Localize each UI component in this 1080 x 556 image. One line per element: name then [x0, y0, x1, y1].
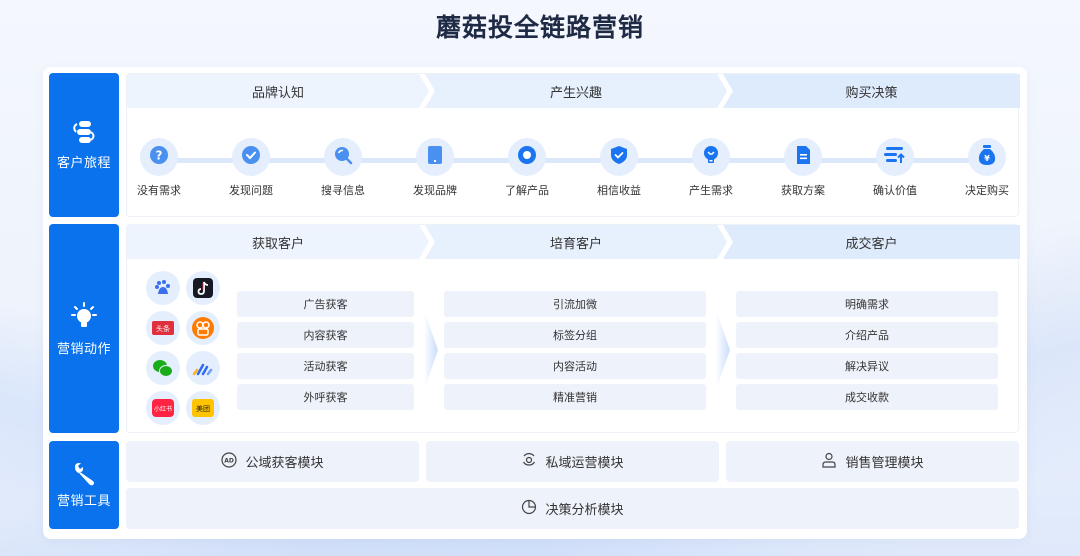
- actions-panel: 获取客户 培育客户 成交客户 头条 小红书 美团 广告获客: [126, 224, 1020, 433]
- flow-chevron-icon: [714, 310, 732, 390]
- acquire-item: 广告获客: [237, 291, 414, 317]
- wrench-icon: [72, 462, 96, 486]
- module-label: 销售管理模块: [845, 456, 924, 471]
- toutiao-logo: 头条: [146, 311, 180, 345]
- row-label-text: 客户旅程: [56, 155, 111, 171]
- private-domain-icon: [521, 452, 545, 472]
- phase-interest: 产生兴趣: [425, 74, 727, 108]
- circle-dot-icon: [517, 145, 537, 169]
- journey-step: 发现品牌: [395, 138, 475, 198]
- module-sales-management[interactable]: 销售管理模块: [726, 441, 1019, 482]
- nurture-item: 内容活动: [444, 353, 706, 379]
- tablet-icon: [426, 145, 444, 169]
- close-item: 介绍产品: [736, 322, 998, 348]
- value-upload-icon: [884, 146, 906, 168]
- acquire-item: 内容获客: [237, 322, 414, 348]
- xiaohongshu-logo: 小红书: [146, 391, 180, 425]
- meituan-logo: 美团: [186, 391, 220, 425]
- nurture-item: 标签分组: [444, 322, 706, 348]
- question-icon: ?: [149, 145, 169, 169]
- page-title: 蘑菇投全链路营销: [435, 13, 644, 42]
- svg-text:?: ?: [156, 149, 163, 163]
- ad-icon: AD: [221, 451, 245, 472]
- close-item: 成交收款: [736, 384, 998, 410]
- journey-step: 搜寻信息: [303, 138, 383, 198]
- phase-nurture-customers: 培育客户: [425, 225, 727, 259]
- money-bag-icon: ¥: [977, 144, 997, 170]
- journey-panel: 品牌认知 产生兴趣 购买决策 ? 没有需求 发现问题 搜寻信息: [126, 73, 1020, 217]
- lightbulb-rays-icon: [69, 300, 99, 330]
- marketing-framework-card: 客户旅程 品牌认知 产生兴趣 购买决策 ? 没有需求 发现问题 搜寻信息: [43, 67, 1027, 539]
- journey-step: ¥ 决定购买: [947, 138, 1027, 198]
- journey-step: 确认价值: [855, 138, 935, 198]
- juliang-logo: [186, 351, 220, 385]
- journey-flow-icon: [71, 120, 97, 144]
- close-item: 解决异议: [736, 353, 998, 379]
- journey-step: 发现问题: [211, 138, 291, 198]
- flow-chevron-icon: [422, 310, 440, 390]
- module-label: 公域获客模块: [245, 456, 324, 471]
- row-label-text: 营销动作: [56, 342, 111, 357]
- nurture-item: 精准营销: [444, 384, 706, 410]
- pie-chart-icon: [521, 499, 545, 519]
- row-label-text: 营销工具: [56, 493, 111, 509]
- journey-step: 获取方案: [763, 138, 843, 198]
- shield-check-icon: [609, 145, 629, 169]
- close-item: 明确需求: [736, 291, 998, 317]
- phase-acquire-customers: 获取客户: [127, 225, 429, 259]
- module-public-domain[interactable]: AD 公域获客模块: [126, 441, 419, 482]
- wechat-logo: [146, 351, 180, 385]
- document-icon: [794, 145, 812, 169]
- svg-text:¥: ¥: [984, 154, 990, 163]
- svg-text:美团: 美团: [196, 404, 210, 413]
- row-label-marketing-actions: 营销动作: [49, 224, 119, 433]
- phase-brand-awareness: 品牌认知: [127, 74, 429, 108]
- acquire-item: 活动获客: [237, 353, 414, 379]
- phase-purchase-decision: 购买决策: [723, 74, 1020, 108]
- phase-close-customers: 成交客户: [723, 225, 1020, 259]
- row-label-marketing-tools: 营销工具: [49, 441, 119, 529]
- journey-phase-bar: 品牌认知 产生兴趣 购买决策: [127, 74, 1020, 108]
- kuaishou-logo: [186, 311, 220, 345]
- module-private-domain[interactable]: 私域运营模块: [426, 441, 719, 482]
- search-icon: [333, 145, 353, 169]
- journey-step: 产生需求: [671, 138, 751, 198]
- module-decision-analysis[interactable]: 决策分析模块: [126, 488, 1019, 529]
- baidu-logo: [146, 271, 180, 305]
- journey-step: 了解产品: [487, 138, 567, 198]
- journey-step: 相信收益: [579, 138, 659, 198]
- actions-phase-bar: 获取客户 培育客户 成交客户: [127, 225, 1020, 259]
- svg-text:小红书: 小红书: [154, 405, 172, 413]
- module-label: 私域运营模块: [545, 456, 624, 471]
- svg-text:AD: AD: [225, 457, 235, 464]
- svg-text:头条: 头条: [156, 324, 170, 333]
- douyin-logo: [186, 271, 220, 305]
- journey-track-line: [157, 158, 987, 163]
- check-circle-icon: [241, 145, 261, 169]
- lightbulb-icon: [702, 145, 720, 169]
- user-icon: [821, 452, 845, 472]
- acquire-item: 外呼获客: [237, 384, 414, 410]
- module-label: 决策分析模块: [545, 503, 624, 518]
- journey-step: ? 没有需求: [119, 138, 199, 198]
- nurture-item: 引流加微: [444, 291, 706, 317]
- row-label-customer-journey: 客户旅程: [49, 73, 119, 217]
